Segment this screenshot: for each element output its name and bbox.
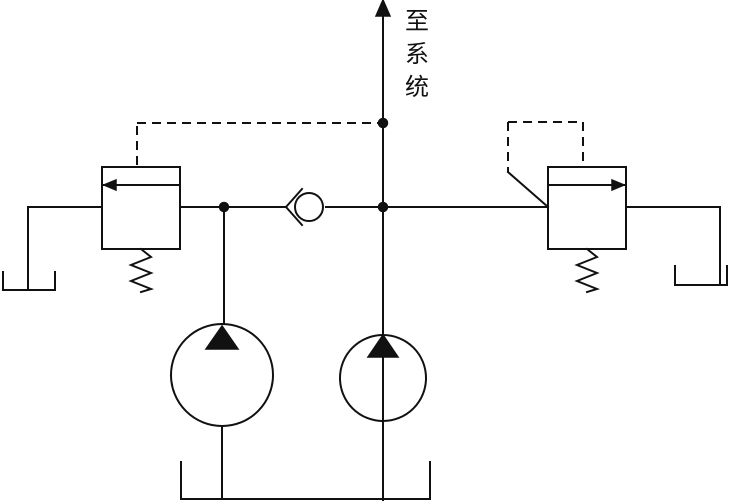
system-outlet-arrow [374,0,392,501]
hydraulic-pump-right [339,333,427,422]
outlet-label-char-3: 统 [405,73,429,101]
tank-bottom [180,461,431,500]
system-outlet-label: 至 系 统 [405,7,429,101]
relief-valve-left [2,122,383,294]
main-pressure-line [179,117,549,213]
hydraulic-pump-left [170,206,274,500]
outlet-label-char-1: 至 [405,7,429,35]
outlet-label-char-2: 系 [405,40,429,68]
relief-valve-right [506,121,728,294]
junction-node-center [377,201,389,213]
check-valve [284,187,324,227]
